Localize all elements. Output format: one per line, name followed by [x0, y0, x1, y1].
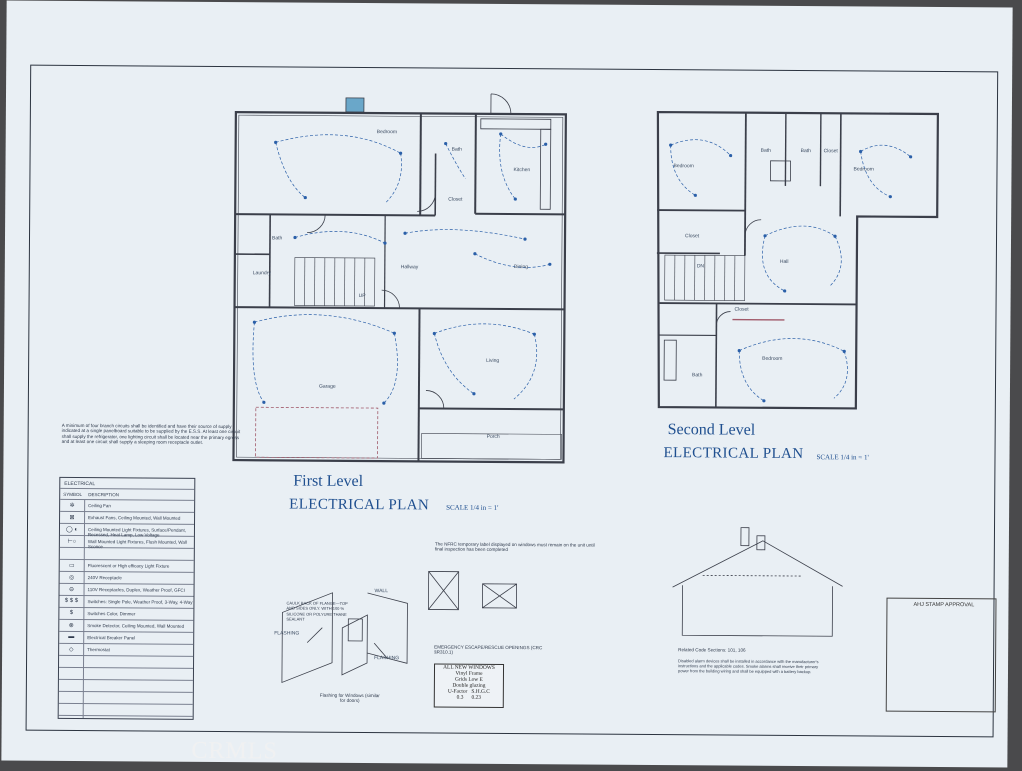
crmls-watermark: CRMLS: [191, 738, 278, 766]
legend-row: ⊖ 110V Receptacles, Duplex, Weather Proof…: [60, 584, 194, 597]
legend-description: Thermostat: [87, 647, 110, 652]
legend-symbol-icon: ◇: [63, 646, 79, 653]
second-level-plan-label: ELECTRICAL PLAN: [663, 445, 803, 463]
caulk-note: CAULK BACK OF FLANGE—TOP AND SIDES ONLY.…: [286, 600, 356, 622]
legend-row: [59, 680, 193, 693]
windows-spec-box: ALL NEW WINDOWS Vinyl Frame Grids Low E …: [434, 663, 504, 707]
legend-symbol-icon: ▭: [64, 562, 80, 569]
legend-description: Switches Color, Dimmer: [87, 611, 135, 616]
roof-section-detail: [672, 527, 843, 636]
legend-symbol-icon: ◯ ◐: [64, 526, 80, 533]
room-label: Hallway: [401, 264, 419, 270]
legend-row: ◯ ◐Ceiling Mounted Light Fixtures, Surfa…: [60, 524, 194, 537]
second-level-devices: [667, 144, 912, 404]
roof-note: Disabled alarm devices shall be installe…: [678, 659, 828, 674]
egress-window-details: [428, 571, 516, 610]
room-label: Porch: [487, 434, 500, 440]
legend-title-row: ELECTRICAL: [60, 478, 194, 490]
legend-description: Electrical Breaker Panel: [87, 635, 135, 640]
nfrc-note: The NFRC temporary label displayed on wi…: [435, 542, 595, 554]
flashing-label: FLASHING: [374, 655, 399, 661]
room-label: Bedroom: [853, 166, 873, 172]
legend-description: Switches: Single Pole, Weather Proof, 3-…: [87, 599, 192, 605]
second-level-wiring: [669, 140, 911, 402]
room-label: Living: [486, 358, 499, 364]
first-level-title: First Level: [293, 473, 363, 491]
legend-row: ✲ Ceiling Fan: [60, 500, 194, 513]
room-label: Closet: [735, 307, 749, 313]
legend-row: ⊢○Wall Mounted Light Fixtures, Flush Mou…: [60, 536, 194, 549]
legend-row: [59, 656, 193, 669]
legend-description: Exhaust Fans, Ceiling Mounted, Wall Moun…: [88, 515, 180, 521]
room-label: Garage: [319, 384, 336, 390]
legend-row: ⊠ Exhaust Fans, Ceiling Mounted, Wall Mou…: [60, 512, 194, 525]
first-level-plan: [233, 92, 566, 462]
room-label: Bath: [801, 148, 811, 154]
egress-label: EMERGENCY ESCAPE/RESCUE OPENINGS (CRC §R…: [434, 644, 544, 656]
legend-row: ⊗ Smoke Detector, Ceiling Mounted, Wall M…: [59, 620, 193, 633]
room-label: Closet: [448, 197, 462, 203]
legend-symbol-icon: ▬: [63, 634, 79, 640]
room-label: Hall: [780, 259, 789, 265]
room-label: Bath: [761, 148, 771, 154]
ahj-label: AHJ STAMP APPROVAL: [913, 602, 974, 608]
legend-symbol-icon: ⊖: [64, 586, 80, 593]
legend-symbol-icon: ⊢○: [64, 538, 80, 545]
room-label: UP: [359, 293, 366, 299]
room-label: Bedroom: [674, 163, 694, 169]
flashing-caption: Flashing for Windows (similar for doors): [320, 693, 380, 704]
legend-row: ◎ 240V Receptacle: [60, 572, 194, 585]
first-level-scale: SCALE 1/4 in = 1': [446, 504, 498, 512]
legend-description: Ceiling Fan: [88, 503, 111, 508]
legend-row: [59, 704, 193, 717]
legend-row: [59, 692, 193, 705]
windows-spec-values: 0.3 0.23: [435, 695, 503, 701]
room-label: Kitchen: [513, 167, 530, 173]
first-level-plan-label: ELECTRICAL PLAN: [289, 496, 429, 514]
room-label: Bath: [692, 372, 702, 378]
legend-description: Fluorescent or High efficacy Light Fixtu…: [88, 563, 170, 569]
legend-description: 240V Receptacle: [88, 575, 122, 580]
legend-symbol-icon: $ $ $: [63, 598, 79, 604]
room-label: Bath: [272, 235, 282, 241]
room-label: Closet: [824, 148, 838, 154]
legend-symbol-icon: $: [63, 610, 79, 616]
room-label: DN: [697, 263, 704, 269]
legend-symbol-icon: ✲: [64, 502, 80, 509]
room-label: Closet: [685, 233, 699, 239]
second-level-title: Second Level: [668, 421, 756, 440]
legend-row: [59, 668, 193, 681]
second-level-scale: SCALE 1/4 in = 1': [816, 453, 868, 461]
wall-label: WALL: [375, 588, 388, 594]
branch-circuit-note: A minimum of four branch circuits shall …: [62, 423, 242, 446]
legend-description: 110V Receptacles, Duplex, Weather Proof,…: [88, 587, 185, 593]
roof-caption: Related Code Sections: 101, 106: [678, 647, 828, 653]
legend-symbol-icon: ◎: [64, 574, 80, 581]
room-label: Laundry: [253, 270, 271, 276]
room-label: Bedroom: [377, 129, 397, 135]
legend-row: $ $ $ Switches: Single Pole, Weather Proo…: [59, 596, 193, 609]
legend-row: $ Switches Color, Dimmer: [59, 608, 193, 621]
legend-symbol-icon: ⊠: [64, 514, 80, 521]
flashing-label: FLASHING: [274, 630, 299, 636]
room-label: Bath: [452, 147, 462, 153]
room-label: Dining: [514, 264, 528, 270]
legend-symbol-icon: ⊗: [63, 622, 79, 629]
legend-row: ◇ Thermostat: [59, 644, 193, 657]
ahj-stamp-box: AHJ STAMP APPROVAL: [886, 598, 997, 713]
legend-description: Smoke Detector, Ceiling Mounted, Wall Mo…: [87, 623, 184, 629]
second-level-plan: [656, 112, 938, 409]
legend-row: ▭ Fluorescent or High efficacy Light Fixt…: [60, 560, 194, 573]
legend-row: [60, 548, 194, 561]
room-label: Bedroom: [762, 356, 782, 362]
legend-row: ▬ Electrical Breaker Panel: [59, 632, 193, 645]
